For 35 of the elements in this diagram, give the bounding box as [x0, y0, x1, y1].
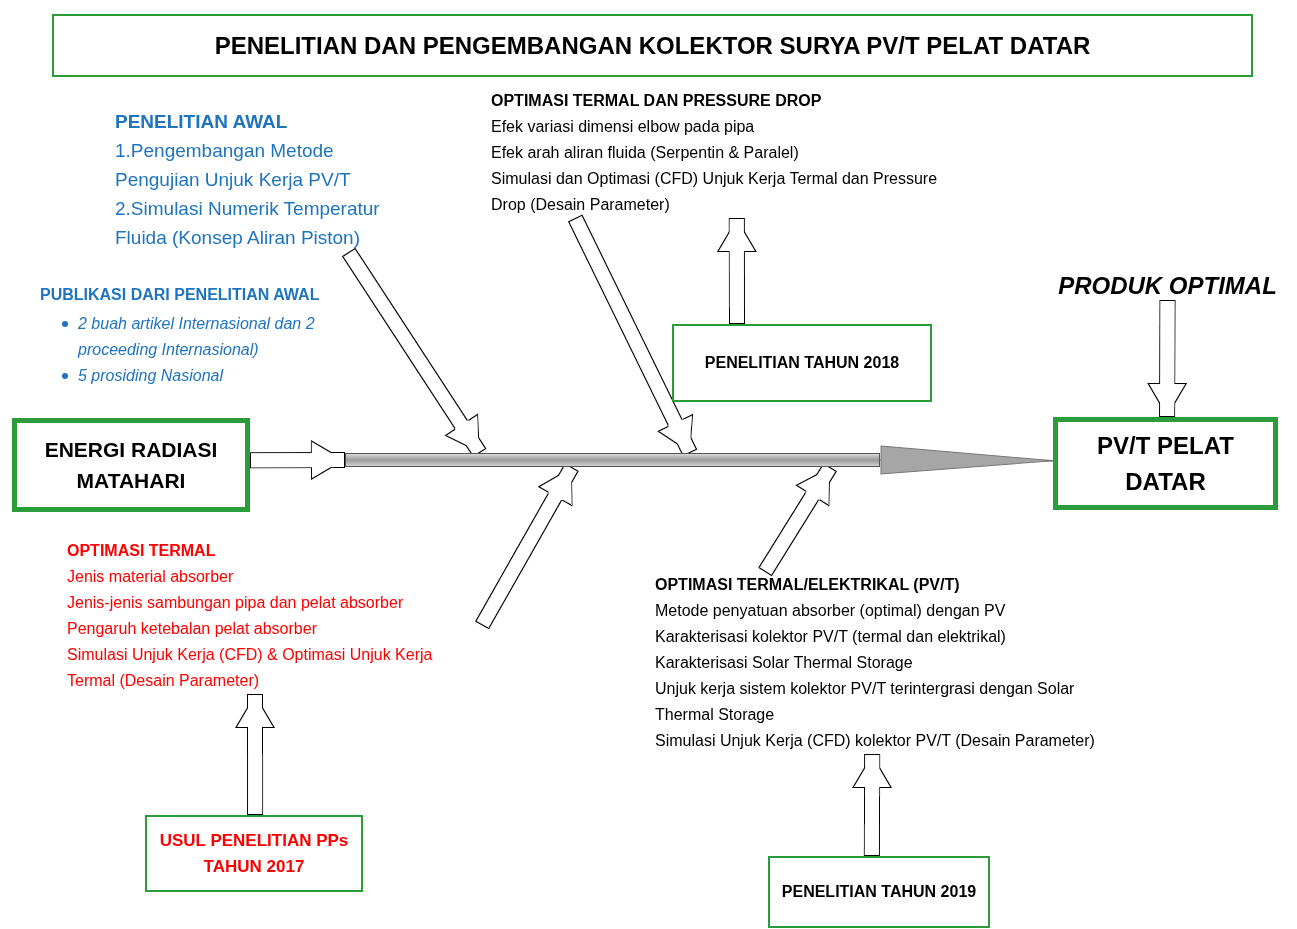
block-arrow [249, 440, 346, 481]
process-box: ENERGI RADIASI MATAHARI [12, 418, 250, 512]
list-item: Jenis-jenis sambungan pipa dan pelat absorber [67, 593, 405, 613]
list-item: 2.Simulasi Numerik Temperatur Fluida (Konsep Aliran Piston) [114, 197, 381, 250]
list-item: Karakterisasi kolektor PV/T (termal dan elektrikal) [655, 627, 1007, 647]
list-item: Unjuk kerja sistem kolektor PV/T terintergrasi dengan Solar Thermal Storage [655, 679, 1076, 725]
tapered-arrow [879, 445, 1054, 475]
list-item: Simulasi dan Optimasi (CFD) Unjuk Kerja Termal dan Pressure Drop (Desain Parameter) [491, 169, 939, 215]
process-box: USUL PENELITIAN PPs TAHUN 2017 [145, 815, 363, 892]
section-heading: PENELITIAN AWAL [114, 110, 289, 134]
title: PENELITIAN DAN PENGEMBANGAN KOLEKTOR SURYA PV/T PELAT DATAR [52, 14, 1253, 77]
section-heading: PUBLIKASI DARI PENELITIAN AWAL [40, 286, 320, 304]
list-item: Efek variasi dimensi elbow pada pipa [491, 117, 756, 137]
list-item: Jenis material absorber [67, 567, 235, 587]
process-box: PENELITIAN TAHUN 2018 [672, 324, 932, 402]
list-item: Metode penyatuan absorber (optimal) dengan PV [655, 601, 1007, 621]
process-box: PENELITIAN TAHUN 2019 [768, 856, 990, 928]
section-heading: OPTIMASI TERMAL DAN PRESSURE DROP [491, 91, 823, 111]
block-arrow [235, 694, 275, 815]
list-item: 1.Pengembangan Metode Pengujian Unjuk Kerja PV/T [114, 139, 352, 192]
spine-bar [345, 453, 880, 467]
section-heading: OPTIMASI TERMAL [67, 541, 217, 561]
list-item: Pengaruh ketebalan pelat absorber [67, 619, 318, 639]
list-item: Simulasi Unjuk Kerja (CFD) & Optimasi Unjuk Kerja Termal (Desain Parameter) [67, 645, 434, 691]
output-label: PRODUK OPTIMAL [1050, 272, 1285, 300]
bullet-item: 2 buah artikel Internasional dan 2 proceeding Internasional) [78, 315, 315, 358]
process-box: PV/T PELAT DATAR [1053, 417, 1278, 510]
block-arrow [716, 217, 757, 325]
block-arrow [1147, 299, 1188, 418]
list-item: Simulasi Unjuk Kerja (CFD) kolektor PV/T (Desain Parameter) [655, 731, 1096, 751]
block-arrow [852, 753, 893, 856]
list-item: Karakterisasi Solar Thermal Storage [655, 653, 914, 673]
list-item: Efek arah aliran fluida (Serpentin & Paralel) [491, 143, 800, 163]
bullet-item: 5 prosiding Nasional [78, 367, 223, 384]
section-heading: OPTIMASI TERMAL/ELEKTRIKAL (PV/T) [655, 575, 961, 595]
